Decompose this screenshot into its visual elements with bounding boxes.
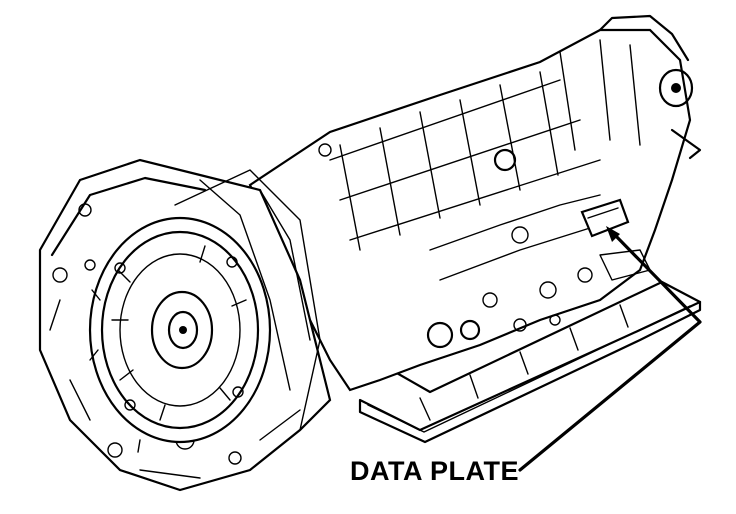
data-plate bbox=[580, 198, 630, 238]
data-plate-label: DATA PLATE bbox=[350, 456, 519, 486]
callout-leader bbox=[518, 226, 702, 472]
torque-converter bbox=[88, 216, 272, 453]
oil-pan bbox=[358, 280, 702, 444]
transmission-case bbox=[248, 14, 702, 392]
